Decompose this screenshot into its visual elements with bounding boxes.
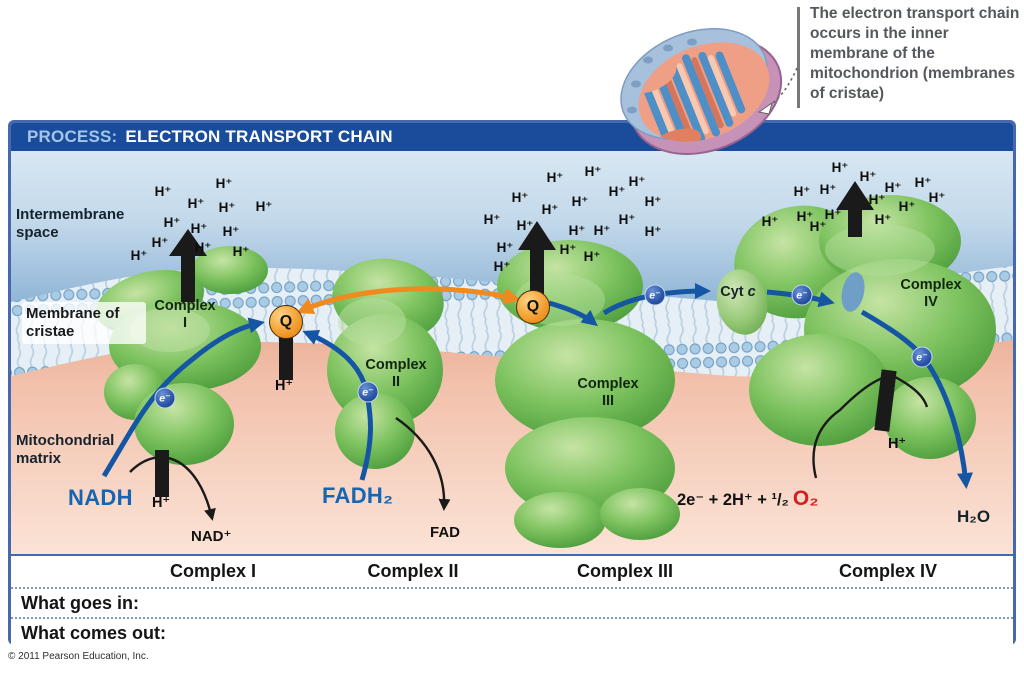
table-column-header: Complex IV (838, 561, 938, 581)
figure-title: ELECTRON TRANSPORT CHAIN (125, 127, 393, 146)
summary-table: Complex I Complex II Complex III Complex IV… (11, 554, 1013, 647)
table-row-comes-out: What comes out: (11, 617, 1013, 647)
table-column-header: Complex I (169, 561, 257, 581)
process-label: PROCESS: (27, 127, 118, 146)
figure-panel: PROCESS: ELECTRON TRANSPORT CHAIN Comple… (8, 120, 1016, 647)
comes-out-label: What comes out: (21, 622, 167, 643)
table-column-header: Complex II (367, 561, 459, 581)
callout-bar (797, 7, 800, 108)
callout-connector-arrowhead (757, 101, 773, 115)
copyright-text: © 2011 Pearson Education, Inc. (8, 651, 149, 662)
illustration-background (11, 151, 1013, 554)
table-column-headers: Complex I Complex II Complex III Complex IV (11, 556, 1013, 587)
table-column-header: Complex III (576, 561, 674, 581)
table-row-goes-in: What goes in: (11, 587, 1013, 617)
callout-text: The electron transport chain occurs in t… (810, 5, 1020, 102)
goes-in-label: What goes in: (21, 592, 139, 613)
figure-header: PROCESS: ELECTRON TRANSPORT CHAIN (11, 123, 1013, 151)
callout-connector-dotted-line (768, 67, 798, 107)
